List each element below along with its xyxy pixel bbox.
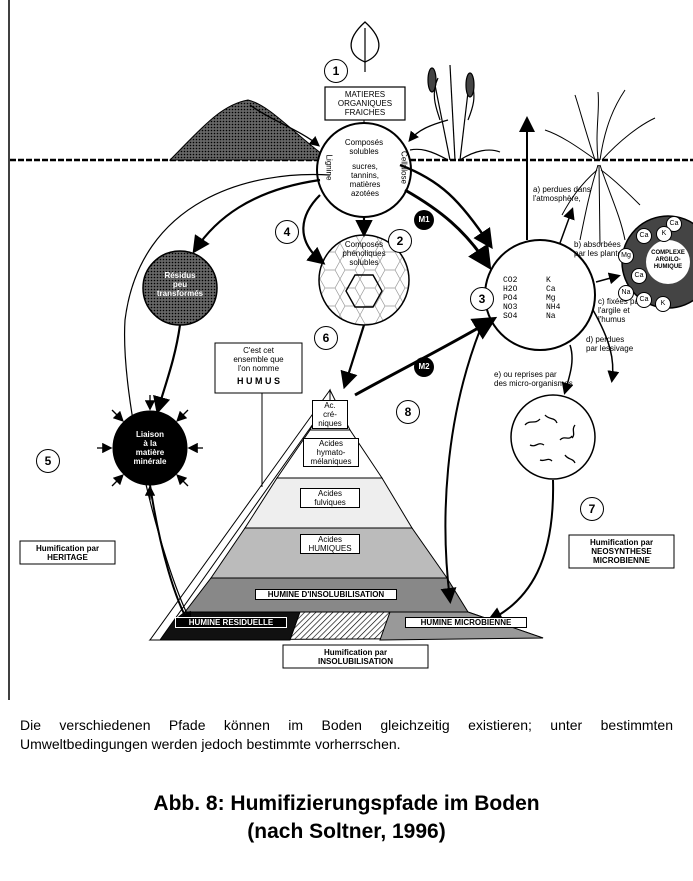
heritage-label: Humification par HERITAGE — [35, 544, 100, 562]
liaison-label: Liaison à la matière minérale — [133, 430, 167, 466]
top-box-label: MATIERES ORGANIQUES FRAICHES — [337, 90, 393, 117]
humus-note: C'est cet ensemble que l'on nomme — [233, 346, 284, 373]
humine-microbienne: HUMINE MICROBIENNE — [405, 617, 527, 628]
liaison-arrows — [97, 395, 203, 500]
humus-word: H U M U S — [236, 376, 280, 386]
fate-e: e) ou reprises par des micro-organismes — [494, 370, 573, 388]
layer-hymatomelaniques: Acides hymato- mélaniques — [303, 438, 359, 467]
residues-label: Résidus peu transformés — [156, 271, 204, 298]
top-box-frame — [324, 86, 406, 121]
fate-a: a) perdues dans l'atmosphère, — [533, 185, 591, 203]
ion-ca-3: Ca — [631, 268, 647, 284]
soluble-items: sucres, tannins, matières azotées — [349, 162, 381, 198]
ion-k-2: K — [655, 296, 671, 312]
marker-m2: M2 — [414, 357, 434, 377]
minerals-left: CO2 H2O PO4 NO3 SO4 — [503, 276, 518, 321]
figure-title: Abb. 8: Humifizierungspfade im Boden (na… — [153, 792, 540, 843]
marker-1: 1 — [324, 59, 348, 83]
litter-heap — [168, 99, 332, 161]
complex-label: COMPLEXE ARGILO- HUMIQUE — [651, 250, 685, 270]
neosynthese-label: Humification par NEOSYNTHESE MICROBIENNE — [589, 538, 654, 565]
heritage-box-frame — [19, 540, 116, 565]
marker-m1: M1 — [414, 210, 434, 230]
ion-ca-2: Ca — [636, 228, 652, 244]
soluble-title: Composés solubles — [344, 138, 384, 156]
fate-b: b) absorbées par les plantes — [574, 240, 627, 258]
marker-8: 8 — [396, 400, 420, 424]
microbes-icon — [524, 414, 576, 464]
grass-plant-icon — [409, 64, 501, 161]
lignine-label: Lignine — [324, 154, 334, 181]
layer-fulviques: Acides fulviques — [300, 488, 360, 508]
marker-6: 6 — [314, 326, 338, 350]
marker-3: 3 — [470, 287, 494, 311]
fate-d: d) perdues par lessivage — [586, 335, 634, 353]
marker-2: 2 — [388, 229, 412, 253]
marker-5: 5 — [36, 449, 60, 473]
uprooted-plant-icon — [544, 89, 656, 246]
layer-humiques: Acides HUMIQUES — [300, 534, 360, 554]
ion-k-1: K — [656, 226, 672, 242]
ion-na: Na — [618, 285, 634, 301]
humus-note-frame — [214, 342, 303, 394]
ion-ca-4: Ca — [636, 292, 652, 308]
neosynthese-box-frame — [568, 534, 675, 569]
marker-4: 4 — [275, 220, 299, 244]
fate-c: c) fixées par l'argile et l'humus — [598, 297, 642, 324]
insolubilisation-box-frame — [282, 644, 429, 669]
phenolic-label: Composés phénoliques solubles — [342, 240, 386, 267]
cellulose-label: Cellulose — [399, 151, 409, 184]
marker-7: 7 — [580, 497, 604, 521]
leaf-icon — [350, 21, 380, 72]
minerals-right: K Ca Mg NH4 Na — [546, 276, 561, 321]
layer-humine-insolubilisation: HUMINE D'INSOLUBILISATION — [255, 589, 397, 600]
layer-creniques: Ac. cré- niques — [312, 400, 348, 429]
figure-caption: Die verschiedenen Pfade können im Boden … — [20, 717, 673, 752]
microbe-circle — [510, 394, 596, 480]
humine-residuelle: HUMINE RESIDUELLE — [175, 617, 287, 628]
ion-mg: Mg — [618, 248, 634, 264]
insolubilisation-label: Humification par INSOLUBILISATION — [318, 648, 393, 666]
